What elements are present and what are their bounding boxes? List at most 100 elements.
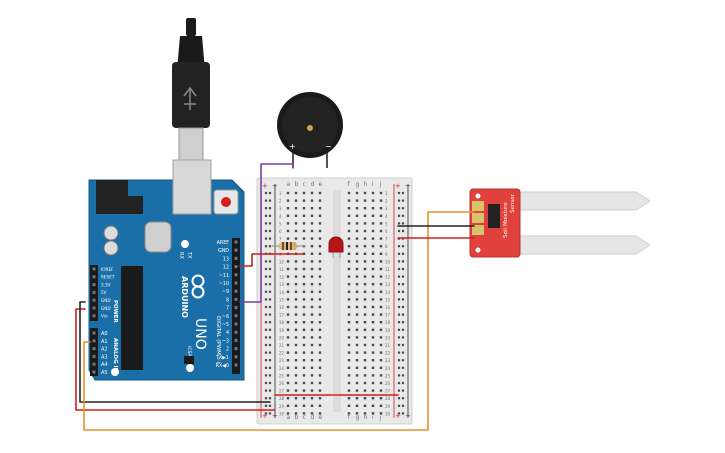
breadboard-hole[interactable] xyxy=(310,313,314,316)
breadboard-hole[interactable] xyxy=(302,290,306,293)
rail-hole[interactable] xyxy=(401,404,405,407)
rail-hole[interactable] xyxy=(264,397,268,400)
breadboard-hole[interactable] xyxy=(286,404,290,407)
breadboard-hole[interactable] xyxy=(379,366,383,369)
digital-pin[interactable] xyxy=(234,248,238,252)
rail-hole[interactable] xyxy=(264,275,268,278)
breadboard-hole[interactable] xyxy=(355,199,359,202)
breadboard-hole[interactable] xyxy=(310,199,314,202)
breadboard-hole[interactable] xyxy=(371,389,375,392)
rail-hole[interactable] xyxy=(268,328,272,331)
breadboard-hole[interactable] xyxy=(363,267,367,271)
breadboard-hole[interactable] xyxy=(310,237,314,240)
power-pin[interactable] xyxy=(92,275,96,279)
breadboard-hole[interactable] xyxy=(318,351,322,354)
breadboard-hole[interactable] xyxy=(294,275,298,278)
breadboard-hole[interactable] xyxy=(294,207,298,210)
breadboard-hole[interactable] xyxy=(371,290,375,293)
breadboard-hole[interactable] xyxy=(310,229,314,233)
rail-hole[interactable] xyxy=(264,267,268,271)
breadboard-hole[interactable] xyxy=(355,237,359,240)
power-pin[interactable] xyxy=(92,306,96,310)
breadboard-hole[interactable] xyxy=(318,298,322,301)
breadboard-hole[interactable] xyxy=(363,412,367,415)
rail-hole[interactable] xyxy=(264,207,268,210)
breadboard-hole[interactable] xyxy=(286,298,290,301)
analog-pin[interactable] xyxy=(92,370,96,374)
breadboard-hole[interactable] xyxy=(294,336,298,339)
breadboard-hole[interactable] xyxy=(371,260,375,263)
breadboard-hole[interactable] xyxy=(379,389,383,392)
rail-hole[interactable] xyxy=(397,389,401,392)
digital-pin[interactable] xyxy=(234,314,238,318)
analog-pin[interactable] xyxy=(92,331,96,335)
breadboard-hole[interactable] xyxy=(347,321,351,324)
breadboard-hole[interactable] xyxy=(379,283,383,286)
breadboard-hole[interactable] xyxy=(294,267,298,271)
breadboard-hole[interactable] xyxy=(363,305,367,309)
breadboard-hole[interactable] xyxy=(318,336,322,339)
rail-hole[interactable] xyxy=(264,328,268,331)
analog-pin[interactable] xyxy=(92,339,96,343)
breadboard-hole[interactable] xyxy=(363,245,367,248)
rail-hole[interactable] xyxy=(264,214,268,217)
breadboard-hole[interactable] xyxy=(318,245,322,248)
power-pin[interactable] xyxy=(92,283,96,287)
breadboard-hole[interactable] xyxy=(347,305,351,309)
rail-hole[interactable] xyxy=(268,359,272,362)
breadboard-hole[interactable] xyxy=(363,351,367,354)
breadboard-hole[interactable] xyxy=(318,275,322,278)
breadboard-hole[interactable] xyxy=(302,359,306,362)
breadboard-hole[interactable] xyxy=(294,199,298,202)
breadboard-hole[interactable] xyxy=(310,305,314,309)
rail-hole[interactable] xyxy=(397,321,401,324)
rail-hole[interactable] xyxy=(264,313,268,316)
breadboard-hole[interactable] xyxy=(286,229,290,233)
breadboard-hole[interactable] xyxy=(363,298,367,301)
breadboard-hole[interactable] xyxy=(371,359,375,362)
rail-hole[interactable] xyxy=(268,389,272,392)
breadboard-hole[interactable] xyxy=(379,359,383,362)
rail-hole[interactable] xyxy=(397,222,401,225)
breadboard-hole[interactable] xyxy=(363,214,367,217)
breadboard-hole[interactable] xyxy=(318,252,322,255)
breadboard-hole[interactable] xyxy=(310,321,314,324)
breadboard-hole[interactable] xyxy=(355,321,359,324)
breadboard-hole[interactable] xyxy=(355,245,359,248)
breadboard-hole[interactable] xyxy=(363,229,367,233)
breadboard-hole[interactable] xyxy=(379,207,383,210)
breadboard-hole[interactable] xyxy=(318,321,322,324)
breadboard-hole[interactable] xyxy=(379,252,383,255)
rail-hole[interactable] xyxy=(401,245,405,248)
breadboard-hole[interactable] xyxy=(302,313,306,316)
breadboard-hole[interactable] xyxy=(347,222,351,225)
breadboard-hole[interactable] xyxy=(371,245,375,248)
rail-hole[interactable] xyxy=(268,412,272,415)
breadboard-hole[interactable] xyxy=(371,252,375,255)
breadboard-hole[interactable] xyxy=(294,328,298,331)
breadboard-hole[interactable] xyxy=(286,359,290,362)
breadboard-hole[interactable] xyxy=(302,298,306,301)
breadboard-hole[interactable] xyxy=(294,290,298,293)
breadboard-hole[interactable] xyxy=(363,275,367,278)
breadboard-hole[interactable] xyxy=(363,290,367,293)
rail-hole[interactable] xyxy=(264,305,268,309)
rail-hole[interactable] xyxy=(397,283,401,286)
rail-hole[interactable] xyxy=(397,305,401,309)
breadboard-hole[interactable] xyxy=(371,214,375,217)
rail-hole[interactable] xyxy=(397,412,401,415)
rail-hole[interactable] xyxy=(401,191,405,195)
breadboard-hole[interactable] xyxy=(294,397,298,400)
breadboard-hole[interactable] xyxy=(310,222,314,225)
rail-hole[interactable] xyxy=(397,267,401,271)
breadboard-hole[interactable] xyxy=(347,374,351,377)
breadboard-hole[interactable] xyxy=(379,260,383,263)
rail-hole[interactable] xyxy=(397,214,401,217)
rail-hole[interactable] xyxy=(397,275,401,278)
rail-hole[interactable] xyxy=(268,191,272,195)
breadboard-hole[interactable] xyxy=(363,260,367,263)
soil-moisture-sensor[interactable]: Soil Moisture Sensor xyxy=(469,188,651,258)
breadboard-hole[interactable] xyxy=(371,237,375,240)
breadboard-hole[interactable] xyxy=(302,397,306,400)
breadboard-hole[interactable] xyxy=(371,283,375,286)
